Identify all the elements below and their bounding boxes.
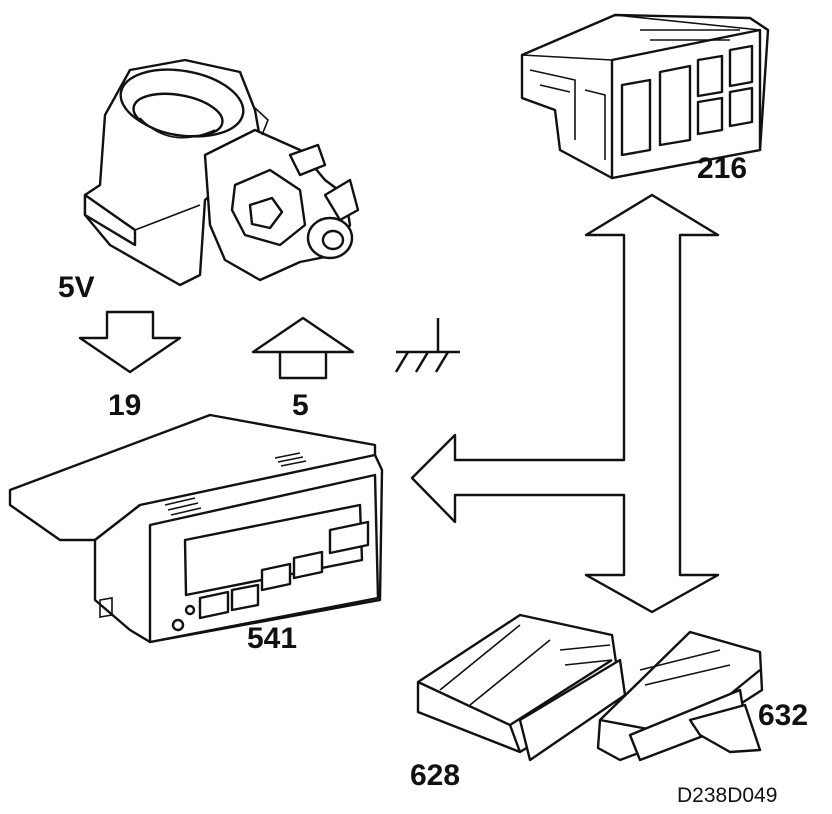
component-628: 628	[410, 613, 627, 792]
component-216: 216	[520, 13, 770, 185]
component-632: 632	[596, 630, 808, 762]
label-632: 632	[758, 699, 808, 732]
ground-symbol-icon	[394, 318, 460, 373]
bus-arrow-icon	[410, 193, 720, 614]
label-628: 628	[410, 759, 460, 792]
component-541: 541	[8, 413, 384, 655]
supply-voltage-label: 5V	[58, 271, 95, 304]
svg-text:5V: 5V	[58, 271, 95, 304]
svg-text:5: 5	[292, 389, 309, 422]
pin-19-label: 19	[108, 389, 141, 422]
arrow-down-icon	[78, 310, 182, 374]
pin-5-label: 5	[292, 389, 309, 422]
label-216: 216	[697, 152, 747, 185]
arrow-up-icon	[251, 316, 355, 380]
svg-text:19: 19	[108, 389, 141, 422]
svg-text:D238D049: D238D049	[677, 784, 777, 807]
sensor-component	[83, 58, 360, 287]
label-541: 541	[247, 622, 297, 655]
drawing-code: D238D049	[677, 784, 777, 807]
